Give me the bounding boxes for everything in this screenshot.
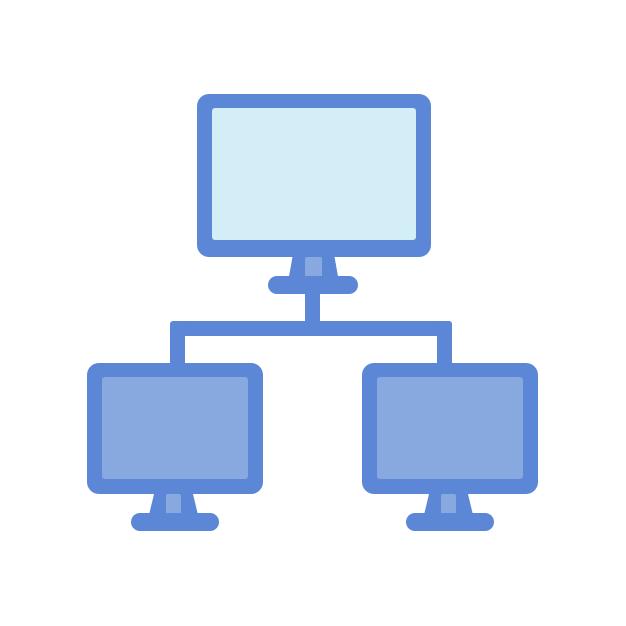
top-connector-vertical	[305, 290, 320, 330]
left-monitor-neck-highlight	[166, 494, 181, 516]
right-monitor-screen	[377, 377, 523, 479]
horizontal-connector	[170, 321, 452, 336]
top-monitor-screen	[212, 108, 416, 240]
connection-lines	[170, 290, 452, 369]
right-computer-monitor	[362, 363, 538, 531]
top-computer-monitor	[197, 94, 431, 294]
left-computer-monitor	[87, 363, 263, 531]
left-monitor-screen	[102, 377, 248, 479]
right-monitor-neck-highlight	[441, 494, 456, 516]
top-monitor-neck-highlight	[305, 257, 322, 279]
left-monitor-base	[131, 513, 219, 531]
top-monitor-base	[268, 276, 358, 294]
right-monitor-base	[406, 513, 494, 531]
right-connector-vertical	[437, 321, 452, 369]
left-connector-vertical	[170, 321, 185, 369]
